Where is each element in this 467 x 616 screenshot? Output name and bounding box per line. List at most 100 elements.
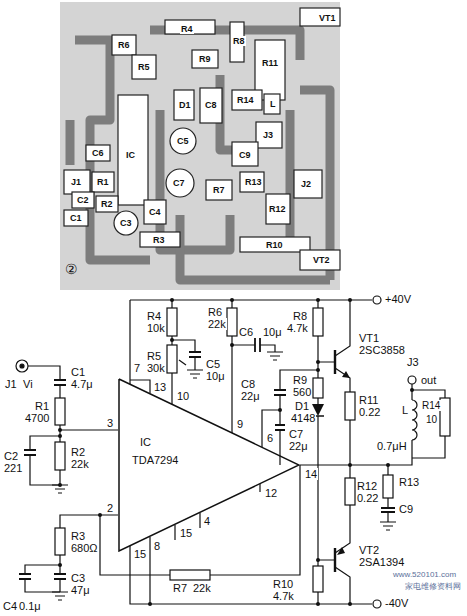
- pin-number: 8: [153, 540, 161, 552]
- pcb-label: C1: [69, 213, 83, 223]
- junction-dot: [348, 463, 352, 467]
- part-label: 22μ: [240, 390, 261, 402]
- pcb-component: [166, 169, 194, 197]
- part-label: 2SA1394: [358, 556, 405, 568]
- pcb-component: [232, 90, 262, 110]
- junction-dot: [230, 298, 234, 302]
- part-label: +40V: [384, 293, 412, 305]
- part-label: 0.22: [356, 492, 379, 504]
- pcb-label: VT1: [318, 13, 337, 23]
- pcb-label: R14: [236, 95, 255, 105]
- pcb-label: IC: [125, 150, 136, 160]
- part-label: 22k: [70, 458, 90, 470]
- junction-dot: [348, 602, 352, 606]
- junction-dot: [98, 513, 102, 517]
- pin-number: 10: [176, 390, 190, 402]
- junction-dot: [386, 463, 390, 467]
- part-label: out: [420, 374, 437, 386]
- junction-dot: [278, 408, 282, 412]
- pcb-component: [170, 128, 196, 154]
- part-label: J1: [4, 378, 18, 390]
- part-label: C1: [70, 366, 86, 378]
- transistor-symbol: [335, 350, 350, 572]
- part-label: 680Ω: [70, 542, 99, 554]
- part-label: 2SC3858: [358, 344, 406, 356]
- pcb-component: [92, 172, 114, 192]
- part-label: C3: [70, 572, 86, 584]
- pcb-label: R13: [244, 177, 263, 187]
- part-label: 10: [425, 414, 438, 425]
- part-label: R1: [34, 400, 50, 412]
- wire: [179, 360, 186, 365]
- resistor-symbol: [55, 442, 65, 470]
- pcb-label: C9: [238, 150, 252, 160]
- part-label: 10μ: [205, 370, 226, 382]
- resistor-symbol: [227, 308, 237, 336]
- part-label: R7: [172, 582, 188, 594]
- pin-number: 15: [133, 548, 147, 560]
- pin-number: 2: [106, 502, 114, 514]
- pin-number: 13: [153, 381, 167, 393]
- junction-dot: [58, 428, 62, 432]
- junction-dot: [348, 298, 352, 302]
- part-label: R8: [292, 310, 308, 322]
- junction-dot: [316, 602, 320, 606]
- junction-dot: [58, 434, 62, 438]
- pcb-label: R7: [212, 185, 226, 195]
- junction-dot: [58, 563, 62, 567]
- part-label: C7: [288, 428, 304, 440]
- transistor-symbol: [334, 350, 336, 572]
- pin-number: 3: [106, 417, 114, 429]
- ic-designator: IC: [140, 436, 151, 448]
- resistor-symbol: [345, 478, 355, 505]
- part-label: R13: [398, 476, 420, 488]
- amplifier-ic: ICTDA7294: [118, 378, 300, 552]
- part-label: 4.7k: [286, 322, 309, 334]
- capacitor-symbol: [19, 338, 395, 579]
- part-label: R6: [207, 306, 223, 318]
- part-label: R14: [421, 400, 441, 411]
- resistor-symbol: [167, 308, 177, 336]
- pcb-label: R11: [261, 58, 279, 68]
- pcb-label: R1: [96, 177, 110, 187]
- pcb-trace: [70, 30, 330, 280]
- wire: [25, 300, 445, 604]
- pcb-board: [60, 2, 340, 290]
- pin-number: 7: [133, 362, 141, 374]
- junction-dot: [316, 298, 320, 302]
- wire: [130, 300, 372, 393]
- pcb-label: R8: [232, 36, 246, 46]
- transistor-symbol: [337, 371, 350, 555]
- part-label: R2: [70, 446, 86, 458]
- part-label: D1: [294, 400, 310, 412]
- wire: [262, 300, 335, 560]
- pcb-component: [144, 200, 166, 224]
- pin-number: 9: [236, 418, 244, 430]
- pcb-label: R9: [198, 54, 212, 64]
- part-label: 0.7μH: [376, 440, 408, 452]
- part-label: Vi: [22, 378, 34, 390]
- pcb-label: C2: [76, 195, 90, 205]
- part-label: C9: [398, 503, 414, 515]
- pcb-component: [206, 180, 232, 200]
- resistor-symbol: [55, 528, 65, 555]
- junction-dot: [58, 298, 414, 606]
- pcb-component: [300, 250, 340, 270]
- resistor-symbol: [167, 345, 177, 373]
- part-label: R9: [292, 374, 308, 386]
- junction-dot: [316, 368, 320, 372]
- pcb-component: [132, 55, 156, 79]
- watermark: www.520101.com: [392, 570, 457, 580]
- pcb-component: [112, 35, 136, 55]
- pcb-component: [64, 8, 340, 270]
- ground-symbol: [187, 352, 283, 378]
- part-label: 4.7k: [272, 590, 295, 602]
- resistor-symbol: [55, 308, 450, 592]
- pcb-component: [266, 194, 290, 224]
- part-label: C4: [2, 600, 18, 612]
- pcb-component: [300, 8, 340, 26]
- resistor-symbol: [440, 398, 450, 436]
- part-label: 4.7μ: [70, 378, 94, 390]
- part-label: 221: [3, 462, 23, 474]
